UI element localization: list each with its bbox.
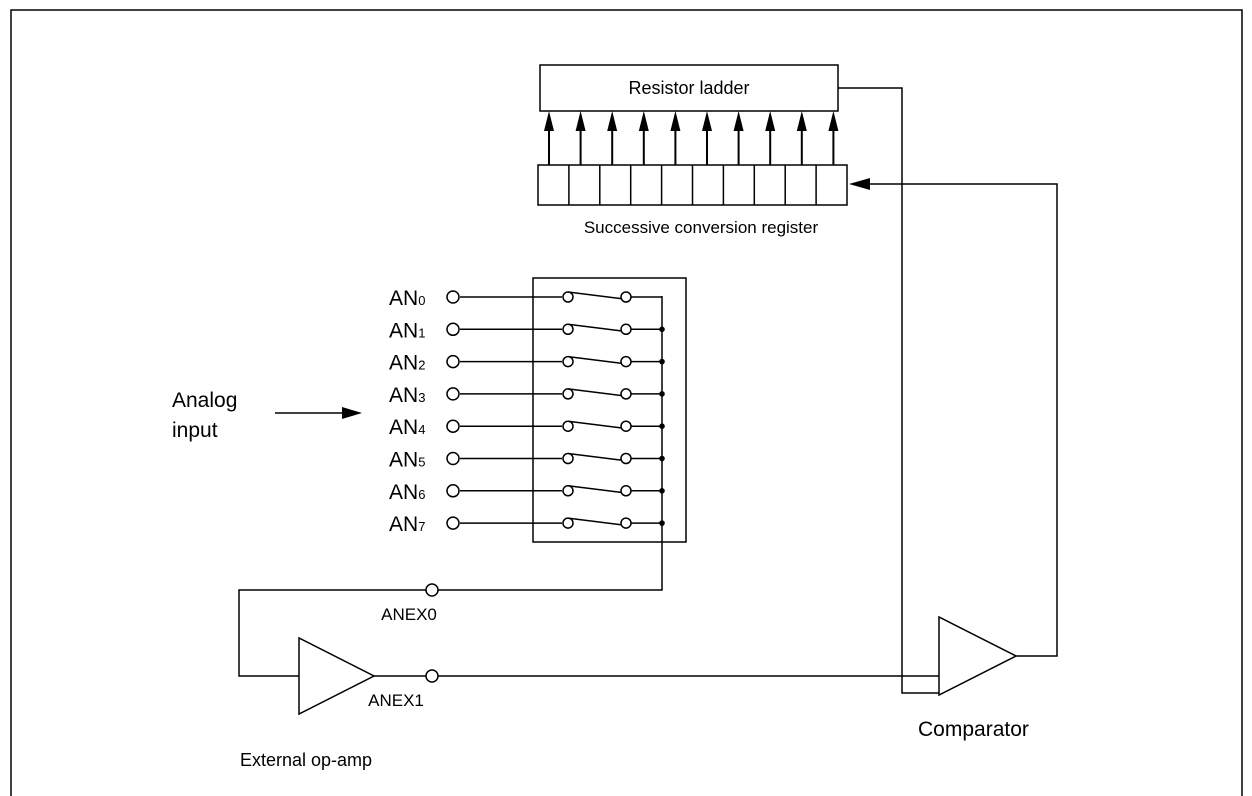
switch-blade (567, 517, 625, 526)
channel-label: AN2 (389, 352, 425, 375)
analog-input-arrowhead (342, 407, 362, 419)
ladder-to-comparator-wire (838, 87, 939, 694)
switch-contact-left (562, 323, 574, 336)
channel-pin (446, 516, 460, 530)
analog-input-label-line2: input (172, 419, 218, 442)
switch-contact-right (620, 291, 632, 303)
channel-label-prefix: AN (389, 481, 418, 504)
register-to-ladder-arrows (544, 111, 839, 165)
switch-contact-left (562, 485, 574, 497)
channel-pin (446, 451, 460, 466)
successive-conversion-register (537, 164, 848, 206)
channel-pin (446, 290, 460, 304)
switch-contact-right (620, 355, 632, 368)
anex0-label: ANEX0 (381, 605, 437, 624)
resistor-ladder: Resistor ladder (539, 64, 839, 112)
channel-label-index: 2 (418, 358, 425, 373)
channel-label-index: 4 (418, 422, 425, 437)
bit-arrowhead (607, 111, 618, 131)
channel-pin (446, 322, 460, 337)
channel-label-index: 0 (418, 293, 425, 308)
channel-label-prefix: AN (389, 287, 418, 310)
comparator-label: Comparator (918, 718, 1029, 741)
external-opamp-triangle (298, 636, 376, 716)
switch-blade (567, 323, 625, 333)
switch-contact-left (562, 420, 574, 432)
switch-contact-left (562, 355, 574, 368)
switch-contact-right (620, 388, 632, 400)
bit-arrowhead (575, 111, 586, 131)
bit-arrowhead (670, 111, 681, 131)
channel-pin (446, 387, 460, 401)
switch-contact-left (562, 517, 574, 529)
channel-label: AN1 (389, 319, 425, 342)
channel-pin (446, 419, 460, 433)
comparator-feedback-wire (868, 183, 1058, 657)
resistor-ladder-label: Resistor ladder (628, 78, 749, 98)
channel-label-prefix: AN (389, 384, 418, 407)
bit-arrowhead (638, 111, 649, 131)
external-opamp-label: External op-amp (240, 750, 372, 770)
switch-contact-right (620, 420, 632, 432)
bit-arrowhead (702, 111, 712, 131)
bit-arrowhead (733, 111, 744, 131)
channel-label-index: 7 (418, 519, 425, 534)
channel-label: AN0 (389, 287, 425, 310)
switch-blade (567, 388, 625, 397)
channel-label: AN3 (389, 384, 425, 407)
analog-input-label-line1: Analog (172, 389, 237, 412)
figure-frame (10, 9, 1243, 796)
switch-contact-right (620, 517, 632, 529)
channel-label-index: 5 (418, 455, 425, 470)
multiplexer-box (532, 277, 687, 543)
channel-label-prefix: AN (389, 513, 418, 536)
switch-contact-right (620, 485, 632, 497)
switch-blade (567, 291, 625, 300)
channel-label-index: 1 (418, 325, 425, 340)
channel-label-index: 6 (418, 487, 425, 502)
channel-pin (446, 484, 460, 498)
channel-label: AN4 (389, 416, 425, 439)
channel-label: AN6 (389, 481, 425, 504)
channel-label-prefix: AN (389, 416, 418, 439)
switch-contact-right (620, 323, 632, 336)
mux-output-wire (238, 296, 663, 677)
comparator-triangle (938, 615, 1018, 697)
bit-arrowhead (796, 111, 807, 131)
channel-label-prefix: AN (389, 449, 418, 472)
switch-contact-left (562, 388, 574, 400)
channel-label-index: 3 (418, 390, 425, 405)
switch-blade (567, 485, 625, 494)
anex0-pin (425, 583, 439, 597)
switch-contact-left (562, 291, 574, 303)
bit-arrowhead (828, 111, 839, 131)
switch-blade (567, 420, 625, 429)
switch-contact-left (562, 452, 574, 465)
switch-blade (567, 452, 625, 462)
channel-label-prefix: AN (389, 352, 418, 375)
channel-label: AN5 (389, 449, 425, 472)
bit-arrowhead (765, 111, 776, 131)
switch-blade (567, 355, 625, 365)
feedback-arrowhead (849, 178, 870, 190)
bit-arrowhead (544, 111, 554, 131)
channel-label: AN7 (389, 513, 425, 536)
channel-pin (446, 354, 460, 369)
register-label: Successive conversion register (584, 218, 819, 237)
anex1-label: ANEX1 (368, 691, 424, 710)
channel-label-prefix: AN (389, 319, 418, 342)
switch-contact-right (620, 452, 632, 465)
anex1-pin (425, 669, 439, 683)
